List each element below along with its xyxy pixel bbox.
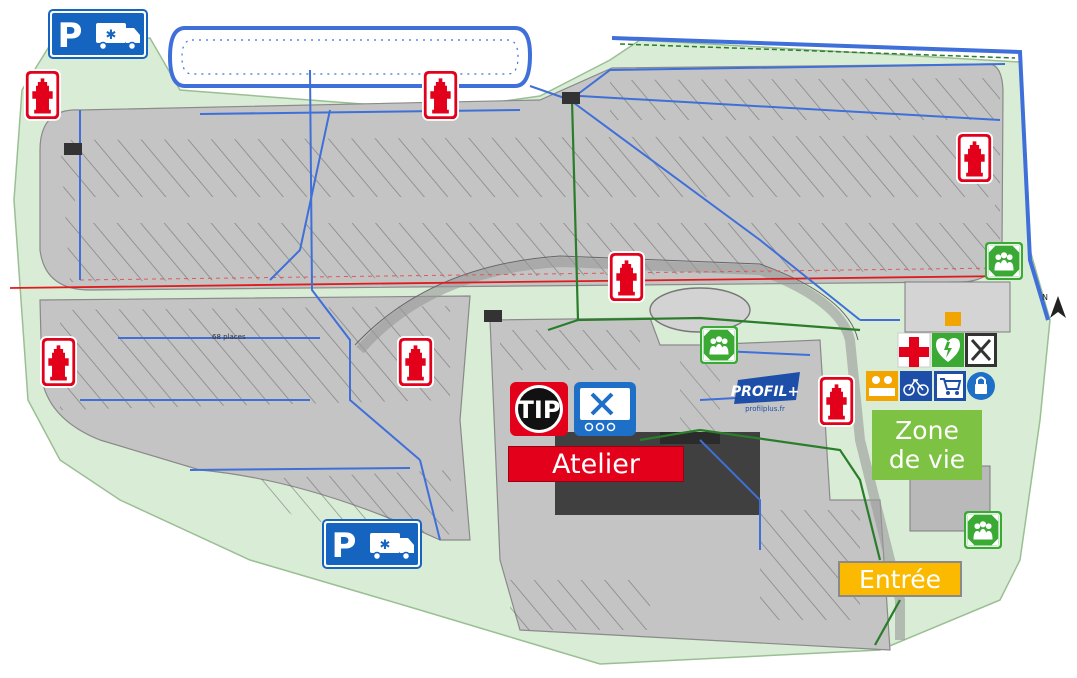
- zone-de-vie-label: Zone de vie: [872, 410, 982, 480]
- evacuation-assembly-point-icon: [985, 242, 1023, 280]
- bicycle-icon: [900, 371, 932, 401]
- parking-refrigerated-truck-icon: [322, 519, 422, 569]
- tip-logo: TIP: [510, 382, 568, 436]
- profil-plus-url: profilplus.fr: [745, 405, 785, 413]
- evacuation-assembly-point-icon: [964, 511, 1002, 549]
- evacuation-assembly-point-icon: [700, 326, 738, 364]
- places-label: 68 places: [212, 333, 246, 341]
- access-road-loop: [356, 256, 905, 640]
- profil-plus-logo: PROFIL+ profilplus.fr: [731, 372, 800, 413]
- fire-hydrant-icon: [818, 375, 855, 427]
- fire-hydrant-icon: [422, 69, 459, 121]
- equipment-box: [562, 92, 580, 104]
- atelier-label: Atelier: [508, 446, 684, 482]
- reception-desk-icon: [866, 371, 898, 401]
- atelier-label-text: Atelier: [552, 448, 640, 480]
- north-arrow-icon: N: [1042, 293, 1066, 318]
- shopping-cart-icon: [934, 371, 966, 401]
- fire-hydrant-icon: [40, 336, 77, 388]
- workshop-tools-icon: [574, 382, 636, 436]
- equipment-box: [64, 143, 82, 155]
- svg-text:N: N: [1042, 293, 1048, 302]
- truck-parking-loop: [167, 26, 533, 88]
- first-aid-cross-icon: [897, 332, 931, 368]
- profil-plus-logo-text: PROFIL+: [731, 384, 799, 400]
- blue-network: [79, 63, 1006, 550]
- tip-logo-text: TIP: [518, 396, 561, 424]
- fire-hydrant-icon: [956, 132, 993, 184]
- entrance-label-text: Entrée: [859, 564, 941, 594]
- fire-hydrant-icon: [24, 69, 61, 121]
- fire-hydrant-icon: [397, 336, 434, 388]
- fire-hydrant-icon: [608, 251, 645, 303]
- roundabout: [649, 287, 751, 333]
- red-boundary-line: [9, 275, 1011, 289]
- defibrillator-icon: [932, 333, 964, 367]
- restaurant-icon: [965, 333, 997, 367]
- zone-label-line2: de vie: [888, 445, 966, 474]
- zone-label-line1: Zone: [895, 416, 959, 445]
- lock-icon: [967, 372, 995, 400]
- entrance-label: Entrée: [838, 561, 962, 597]
- equipment-box: [945, 312, 961, 326]
- parking-refrigerated-truck-icon: [48, 9, 148, 59]
- green-network: [547, 99, 901, 646]
- equipment-box: [484, 310, 502, 322]
